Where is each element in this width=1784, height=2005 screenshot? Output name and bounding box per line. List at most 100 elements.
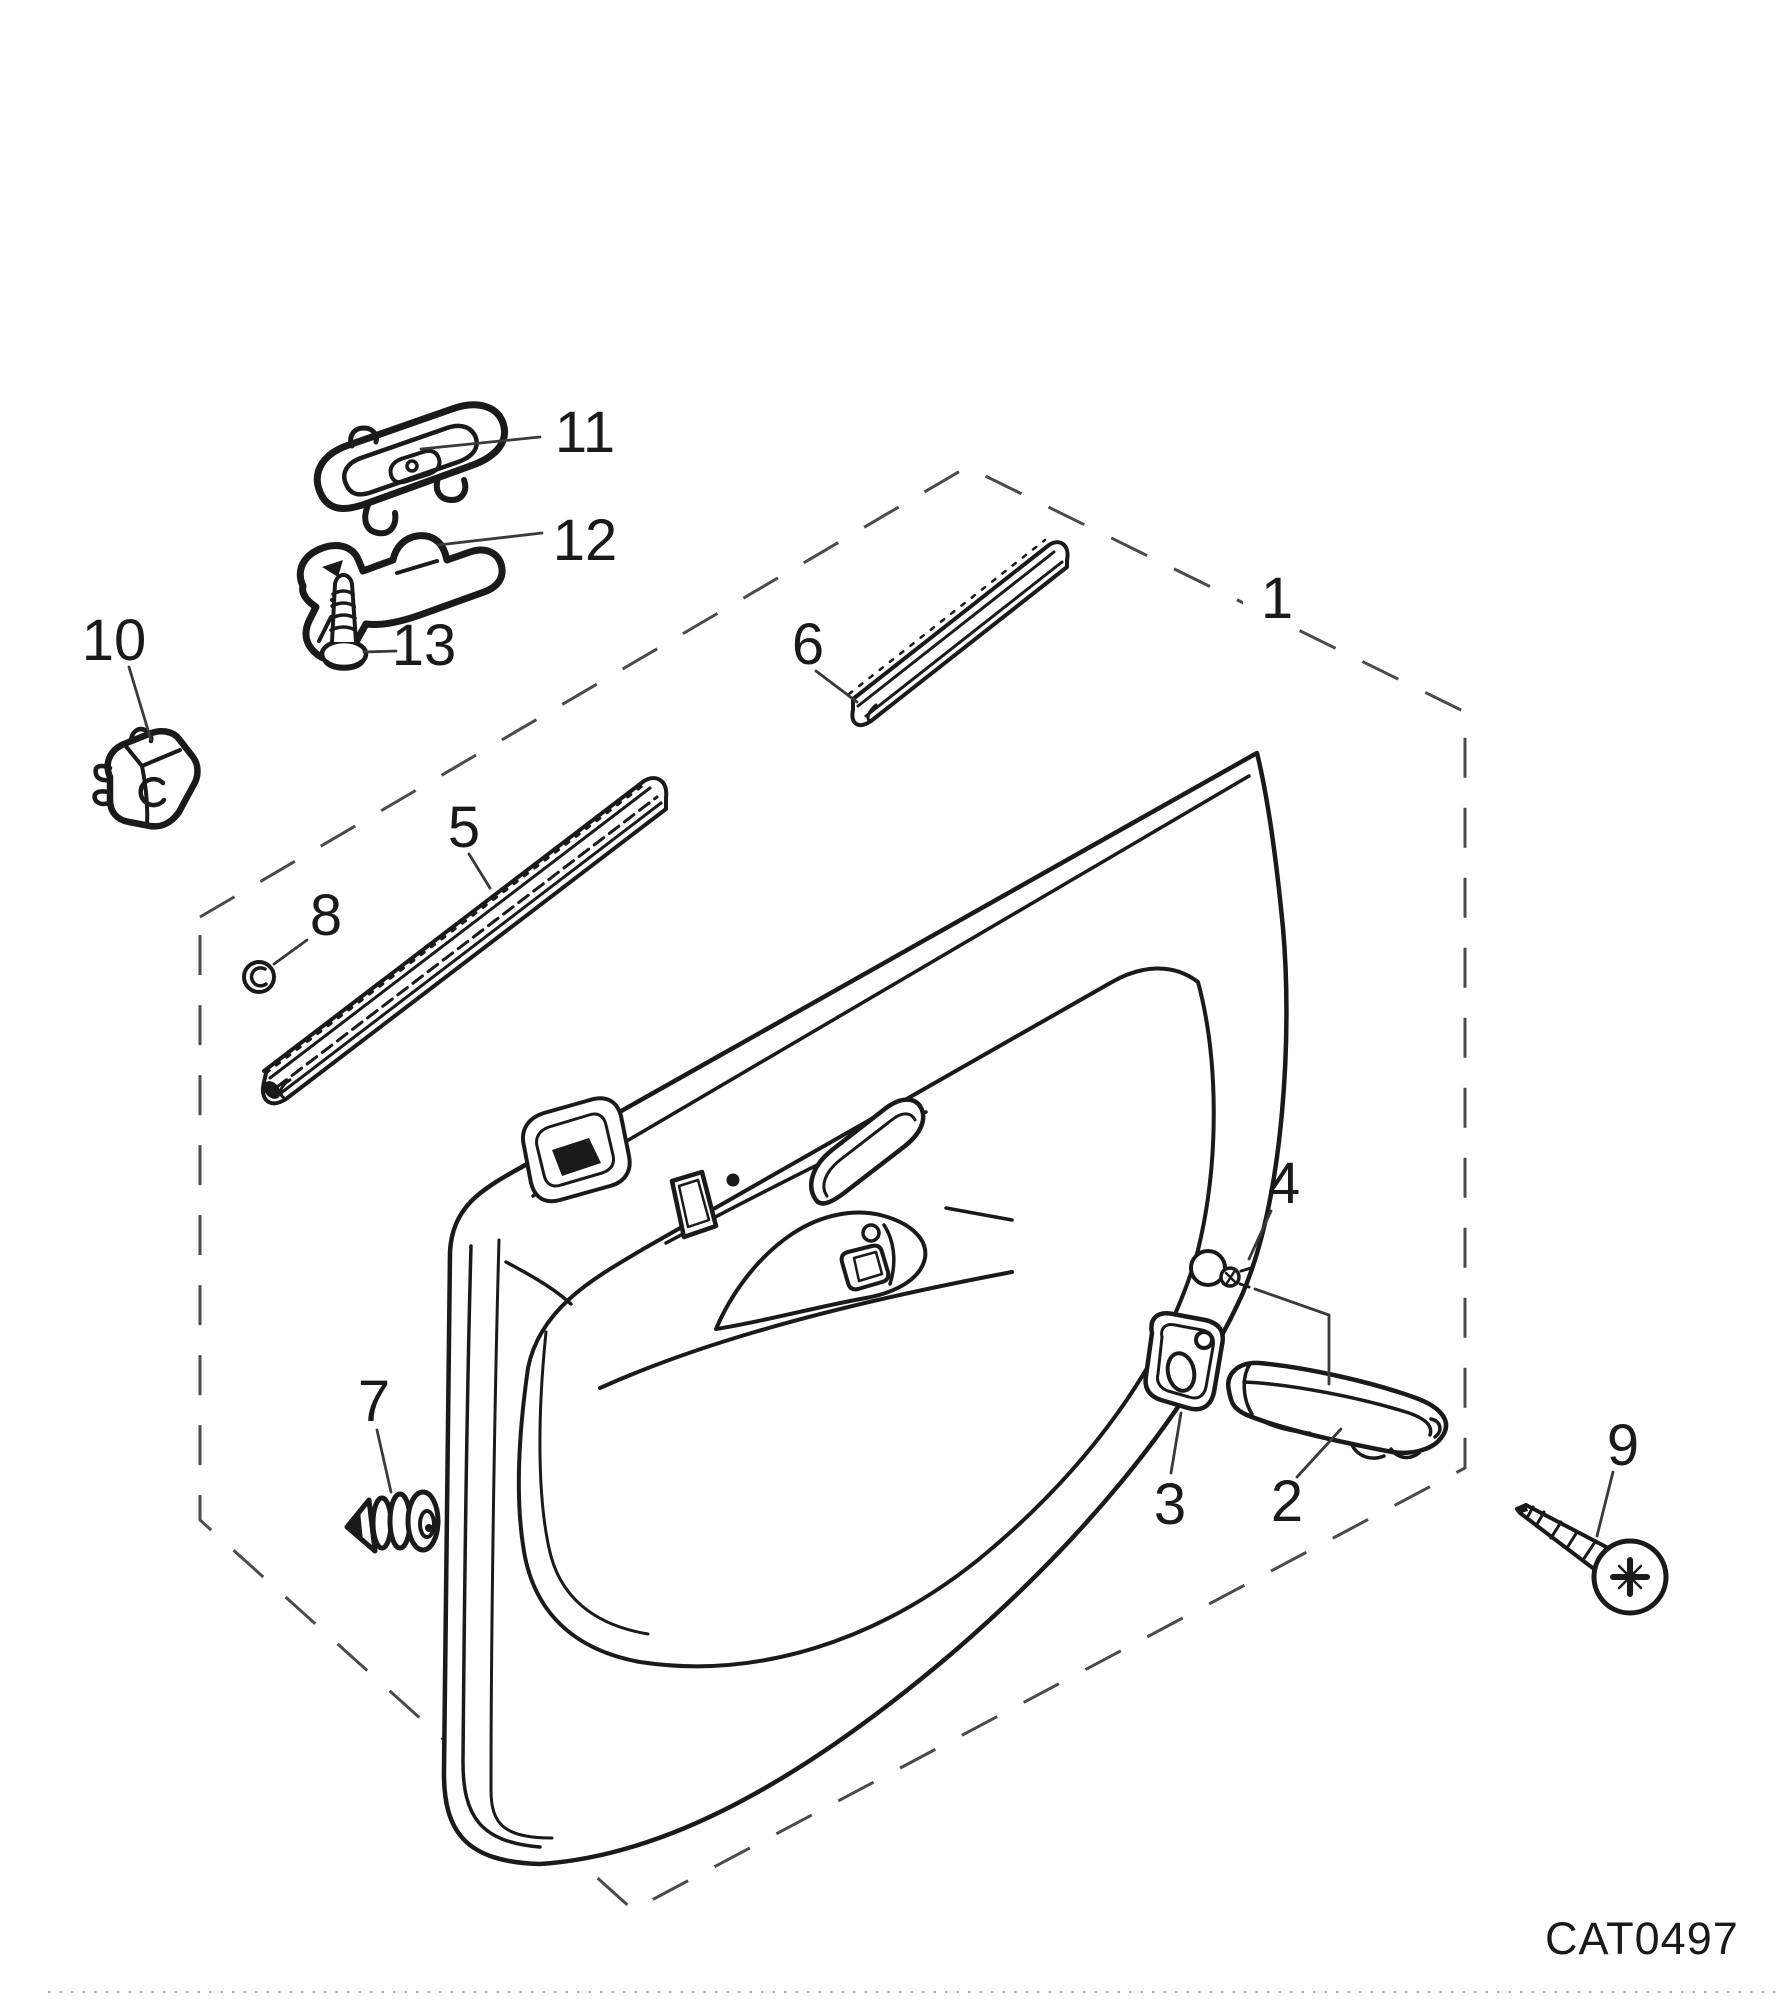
callout-8: 8 (310, 883, 342, 948)
part-panel-screw (1515, 1503, 1669, 1616)
screw9-threads (1525, 1505, 1597, 1562)
leader-4 (1247, 1209, 1273, 1261)
callout-11: 11 (555, 400, 615, 465)
bezel11-inner (342, 423, 479, 497)
leader-13 (362, 649, 398, 654)
handle-outline (1226, 1360, 1449, 1456)
strip5-line-1 (268, 786, 652, 1080)
callout-1-backdrop (1243, 562, 1311, 628)
part-handle-bezel (1143, 1311, 1225, 1412)
armrest-lower-edge (598, 1270, 1014, 1390)
bezel11-slot (388, 448, 442, 485)
strip5-outline (260, 776, 669, 1106)
strip5-line-3 (279, 801, 663, 1095)
bracket12-wedge-1 (322, 560, 343, 577)
screw13-head-rim (322, 658, 366, 671)
panel-top-edge-inner-line (531, 774, 1251, 1198)
strip5-end-cap (263, 1081, 281, 1099)
handle-right-hook (1429, 1417, 1442, 1439)
bezel11-top-nub (348, 425, 379, 449)
leader-6 (814, 669, 859, 704)
part-handle-screw (1189, 1249, 1253, 1289)
leader-9 (1595, 1470, 1615, 1538)
bezel-outline (1143, 1311, 1225, 1412)
bezel11-foot-2 (433, 475, 469, 503)
bezel11-foot-1 (362, 502, 399, 537)
screw13-threads (329, 589, 357, 632)
screw-cross (1224, 1270, 1237, 1285)
part-belt-weatherstrip-outer (847, 538, 1070, 727)
handle-left-cap (1242, 1362, 1254, 1416)
strip6-outline (850, 540, 1070, 727)
part-bezel-screw (319, 573, 369, 671)
callout-5: 5 (448, 795, 480, 860)
leader-4-elbow (1253, 1287, 1331, 1386)
leader-7 (375, 1428, 393, 1494)
recess-screw-hole (861, 1223, 881, 1243)
switch-cutout (521, 1096, 632, 1204)
recess-square-hole (839, 1243, 891, 1292)
screw13-shaft (330, 573, 358, 644)
screw-ticks (1238, 1266, 1253, 1289)
handle-bump-2 (1389, 1447, 1421, 1460)
callout-3: 3 (1154, 1472, 1186, 1537)
door-outline-boundary (198, 465, 1467, 1912)
callout-labels: 1 2 3 4 5 6 7 8 9 10 11 12 13 (82, 400, 1639, 1537)
part-grommet-nut (242, 960, 276, 994)
map-pocket-seam (538, 1330, 650, 1636)
callout-1: 1 (1261, 566, 1293, 631)
callout-13: 13 (392, 613, 457, 678)
panel-left-edge-line-2 (489, 1238, 554, 1840)
clip10-c-ring (138, 776, 167, 808)
bezel-inner-line (1156, 1323, 1215, 1400)
lock-knob-cutout (669, 1169, 740, 1240)
strip5-end-hook (279, 1078, 292, 1100)
handle-shade-line (1256, 1417, 1312, 1435)
recess-square-inner (852, 1250, 884, 1283)
part-pull-handle (1226, 1360, 1449, 1460)
screw9-pozi-marks (1617, 1564, 1643, 1590)
handle-top-line (1242, 1380, 1433, 1437)
leader-12 (436, 531, 544, 547)
screw-hole-dot (726, 1173, 740, 1187)
strip5-line-2 (275, 795, 659, 1089)
armrest-contour-right (944, 1206, 1014, 1222)
bezel-round-hole (1194, 1330, 1214, 1350)
leader-8 (272, 938, 309, 966)
part-door-trim-panel (441, 750, 1289, 1867)
bezel11-hole (405, 459, 419, 473)
pull-cup-outline (809, 1097, 926, 1206)
strip6-flock-texture (847, 538, 1047, 696)
screw9-tip (1517, 1505, 1528, 1513)
leader-3 (1169, 1411, 1183, 1475)
switch-cutout-inner-line (535, 1112, 615, 1188)
switch-hole-dark (552, 1138, 601, 1176)
leader-5 (467, 852, 492, 890)
clip7-head-inner (418, 1509, 436, 1539)
strip6-end-hook (866, 703, 878, 724)
recess-divider (882, 1223, 896, 1286)
strip5-flock-texture (264, 781, 648, 1075)
callout-4: 4 (1268, 1151, 1300, 1216)
leader-lines (127, 435, 1615, 1538)
clip10-fold-lines (122, 742, 182, 827)
callout-6: 6 (792, 612, 824, 677)
callout-12: 12 (553, 508, 618, 573)
strip6-line-1 (856, 550, 1056, 708)
dashed-boundary-path (198, 465, 1467, 1912)
callout-7: 7 (358, 1369, 390, 1434)
clip7-center (425, 1524, 433, 1532)
clip7-tip-shade (347, 1511, 363, 1541)
callout-2: 2 (1271, 1469, 1303, 1534)
screw13-head (319, 638, 369, 670)
leader-11 (419, 435, 542, 451)
pull-cup-inner-line (822, 1112, 917, 1198)
part-belt-weatherstrip-inner (260, 776, 669, 1106)
callout-9: 9 (1607, 1413, 1639, 1478)
strip6-line-2 (864, 560, 1064, 718)
knob-trapezoid-inner (677, 1178, 711, 1229)
part-switch-clip (92, 726, 201, 830)
panel-left-edge-line-1 (461, 1244, 542, 1849)
